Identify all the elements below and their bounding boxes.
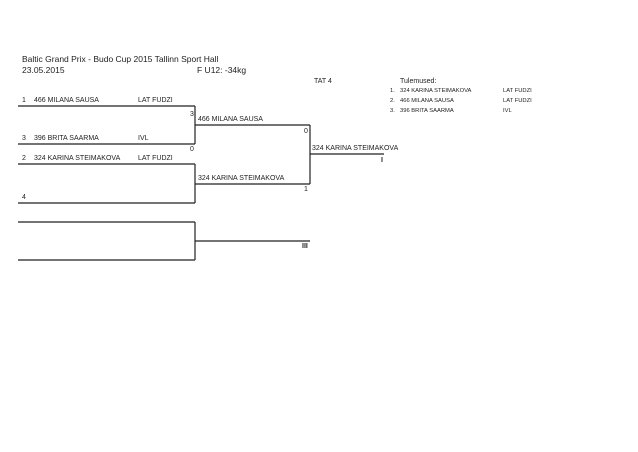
event-date: 23.05.2015 bbox=[22, 65, 65, 75]
result-name: 466 MILANA SAUSA bbox=[400, 98, 454, 104]
seed-number: 2 bbox=[22, 155, 26, 162]
result-club: LAT FUDZI bbox=[503, 98, 532, 104]
match-score: 1 bbox=[304, 186, 308, 193]
competitor-name: 396 BRITA SAARMA bbox=[34, 135, 99, 142]
result-place: 2. bbox=[390, 98, 395, 104]
competitor-club: LAT FUDZI bbox=[138, 155, 173, 162]
semifinal-name: 466 MILANA SAUSA bbox=[198, 116, 263, 123]
competitor-name: 466 MILANA SAUSA bbox=[34, 97, 99, 104]
semifinal-name: 324 KARINA STEIMAKOVA bbox=[198, 175, 285, 182]
result-name: 396 BRITA SAARMA bbox=[400, 108, 454, 114]
competitor-name: 324 KARINA STEIMAKOVA bbox=[34, 155, 121, 162]
result-club: LAT FUDZI bbox=[503, 88, 532, 94]
tatami-label: TAT 4 bbox=[314, 78, 332, 85]
competitor-club: IVL bbox=[138, 135, 149, 142]
result-club: IVL bbox=[503, 108, 512, 114]
result-place: 1. bbox=[390, 88, 395, 94]
third-place-label: III bbox=[302, 243, 308, 250]
result-place: 3. bbox=[390, 108, 395, 114]
winner-place: I bbox=[381, 157, 383, 164]
seed-number: 4 bbox=[22, 194, 26, 201]
winner-name: 324 KARINA STEIMAKOVA bbox=[312, 145, 399, 152]
semifinal-score: 0 bbox=[304, 128, 308, 135]
match-score: 0 bbox=[190, 146, 194, 153]
seed-number: 3 bbox=[22, 135, 26, 142]
results-label: Tulemused: bbox=[400, 78, 437, 85]
weight-category: F U12: -34kg bbox=[197, 65, 247, 75]
result-name: 324 KARINA STEIMAKOVA bbox=[400, 88, 472, 94]
match-score: 3 bbox=[190, 111, 194, 118]
seed-number: 1 bbox=[22, 97, 26, 104]
event-title: Baltic Grand Prix - Budo Cup 2015 Tallin… bbox=[22, 54, 219, 64]
competitor-club: LAT FUDZI bbox=[138, 97, 173, 104]
